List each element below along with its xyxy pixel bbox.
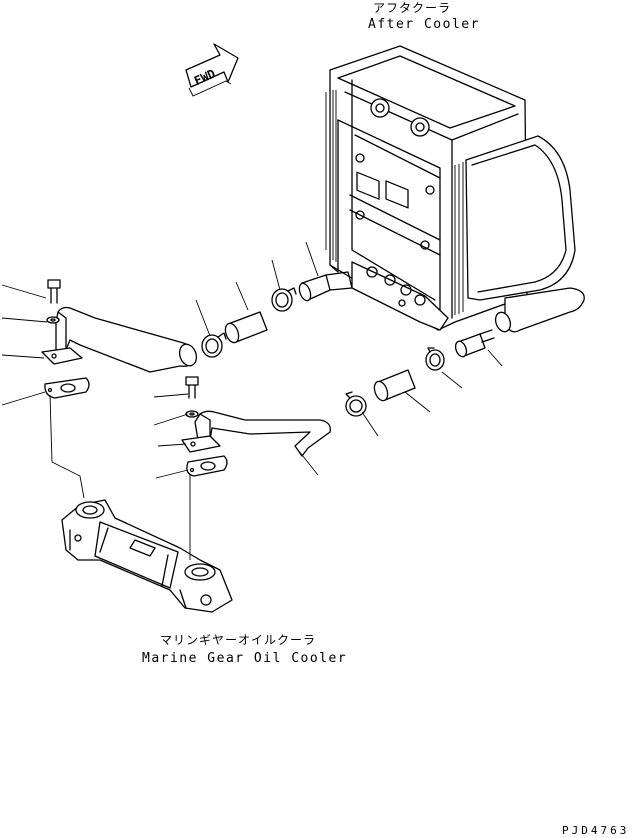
upper-washer xyxy=(46,316,60,324)
upper-rubber-hose xyxy=(224,311,268,344)
elbow-fitting-upper xyxy=(298,271,353,302)
drawing-code: PJD4763 xyxy=(562,824,629,837)
lower-bolt xyxy=(185,376,199,399)
elbow-fitting-lower xyxy=(454,329,495,358)
lower-washer xyxy=(185,410,199,418)
lower-oil-pipe xyxy=(181,410,331,457)
marine-cooler-label-jp: マリンギヤーオイルクーラ xyxy=(160,633,316,647)
marine-cooler-label-en: Marine Gear Oil Cooler xyxy=(142,651,347,666)
lower-hose-clamp-2 xyxy=(425,347,445,371)
marine-gear-oil-cooler xyxy=(61,499,233,613)
lower-gasket xyxy=(186,455,228,477)
upper-oil-pipe xyxy=(41,306,198,373)
upper-hose-clamp-1 xyxy=(201,332,227,358)
lower-hose-clamp-1 xyxy=(345,391,367,417)
after-cooler-label-jp: アフタクーラ xyxy=(373,1,451,15)
upper-bolt xyxy=(47,279,61,304)
fwd-arrow-icon: FWD xyxy=(185,43,239,97)
upper-gasket xyxy=(44,377,90,399)
after-cooler-label-en: After Cooler xyxy=(368,17,480,32)
after-cooler-assembly xyxy=(325,45,585,333)
upper-hose-clamp-2 xyxy=(271,287,297,312)
lower-rubber-hose xyxy=(373,369,416,402)
leader-lines xyxy=(1,241,503,560)
